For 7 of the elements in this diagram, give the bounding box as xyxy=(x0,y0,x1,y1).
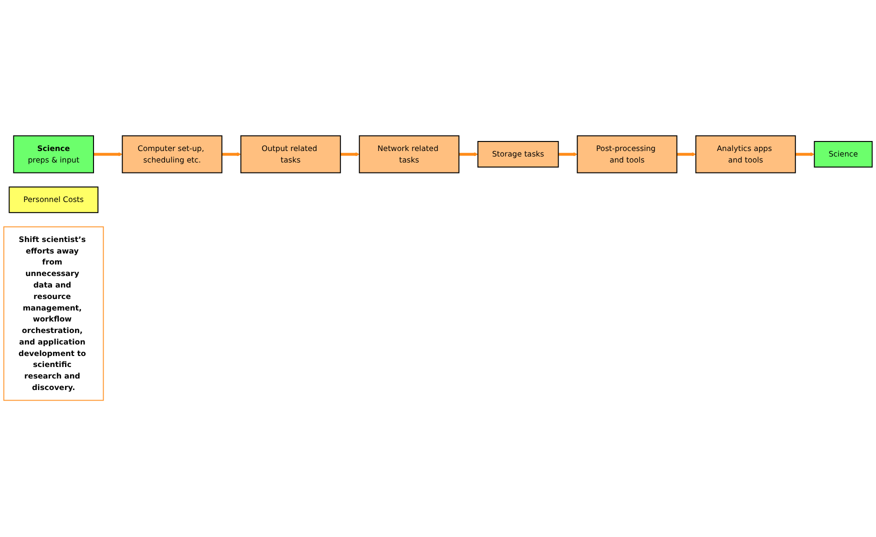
arrow xyxy=(222,152,242,157)
arrow xyxy=(458,152,478,157)
arrow xyxy=(676,152,696,157)
arrow xyxy=(795,152,815,157)
arrow xyxy=(558,152,578,157)
arrow xyxy=(94,152,122,157)
arrow xyxy=(340,152,360,157)
